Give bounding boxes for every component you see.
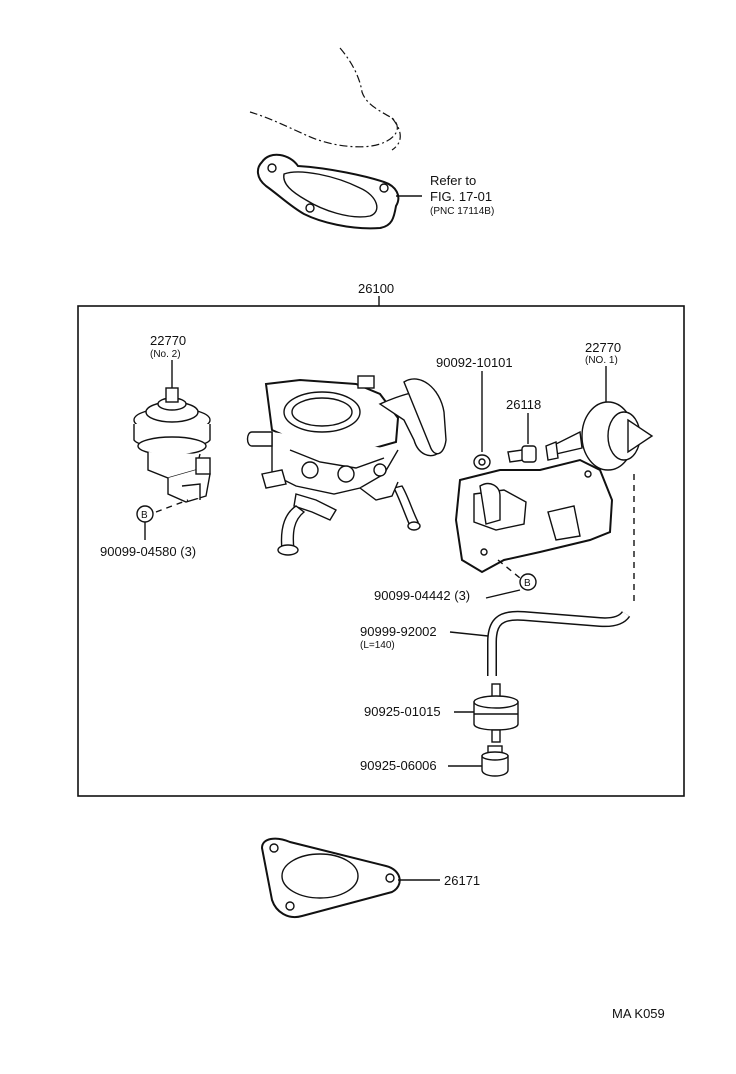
vsv-no2-sub: (No. 2) [150,349,181,360]
vsv-no1-sub: (NO. 1) [585,355,618,366]
hose-code: 90999-92002 [360,624,437,639]
assembly-frame [77,305,685,797]
vsv-bracket [454,458,614,574]
vsv-no2-screw-dash [155,499,189,513]
refer-text-line3: (PNC 17114B) [430,206,494,217]
assembly-label: 26100 [358,281,394,296]
top-gasket [256,153,422,230]
bolt-code: 26118 [506,397,541,412]
screw-ref-mark-left-letter: B [141,510,148,521]
filter-code: 90925-01015 [364,704,441,719]
screw-left-code: 90099-04580 (3) [100,544,196,559]
screw-ref-mark-right [519,573,537,591]
screw-right-code: 90099-04442 (3) [374,588,470,603]
vsv-no2-valve [133,387,211,503]
gasket-code: 26171 [444,873,480,888]
bottom-gasket [260,837,401,918]
screw-ref-mark-right-letter: B [524,578,531,589]
cap-code: 90925-06006 [360,758,437,773]
hose-leader [449,631,489,637]
screw-right-leader [485,589,521,599]
refer-text-line2: FIG. 17-01 [430,189,492,204]
bolt-part [507,445,537,463]
vsv-no1-valve [545,401,654,471]
vsv-no2-code: 22770 [150,333,186,348]
union-washer [473,454,491,470]
vsv-no1-code: 22770 [585,340,621,355]
bracket-screw-dash [497,559,521,579]
hose-sub: (L=140) [360,640,395,651]
intake-manifold-outline [249,47,401,151]
union-code: 90092-10101 [436,355,513,370]
hose-cap [481,745,509,777]
throttle-body [246,375,447,556]
vacuum-hose [487,610,631,676]
refer-text-line1: Refer to [430,173,476,188]
figure-code: MA K059 [612,1006,665,1021]
vacuum-filter [473,683,519,743]
